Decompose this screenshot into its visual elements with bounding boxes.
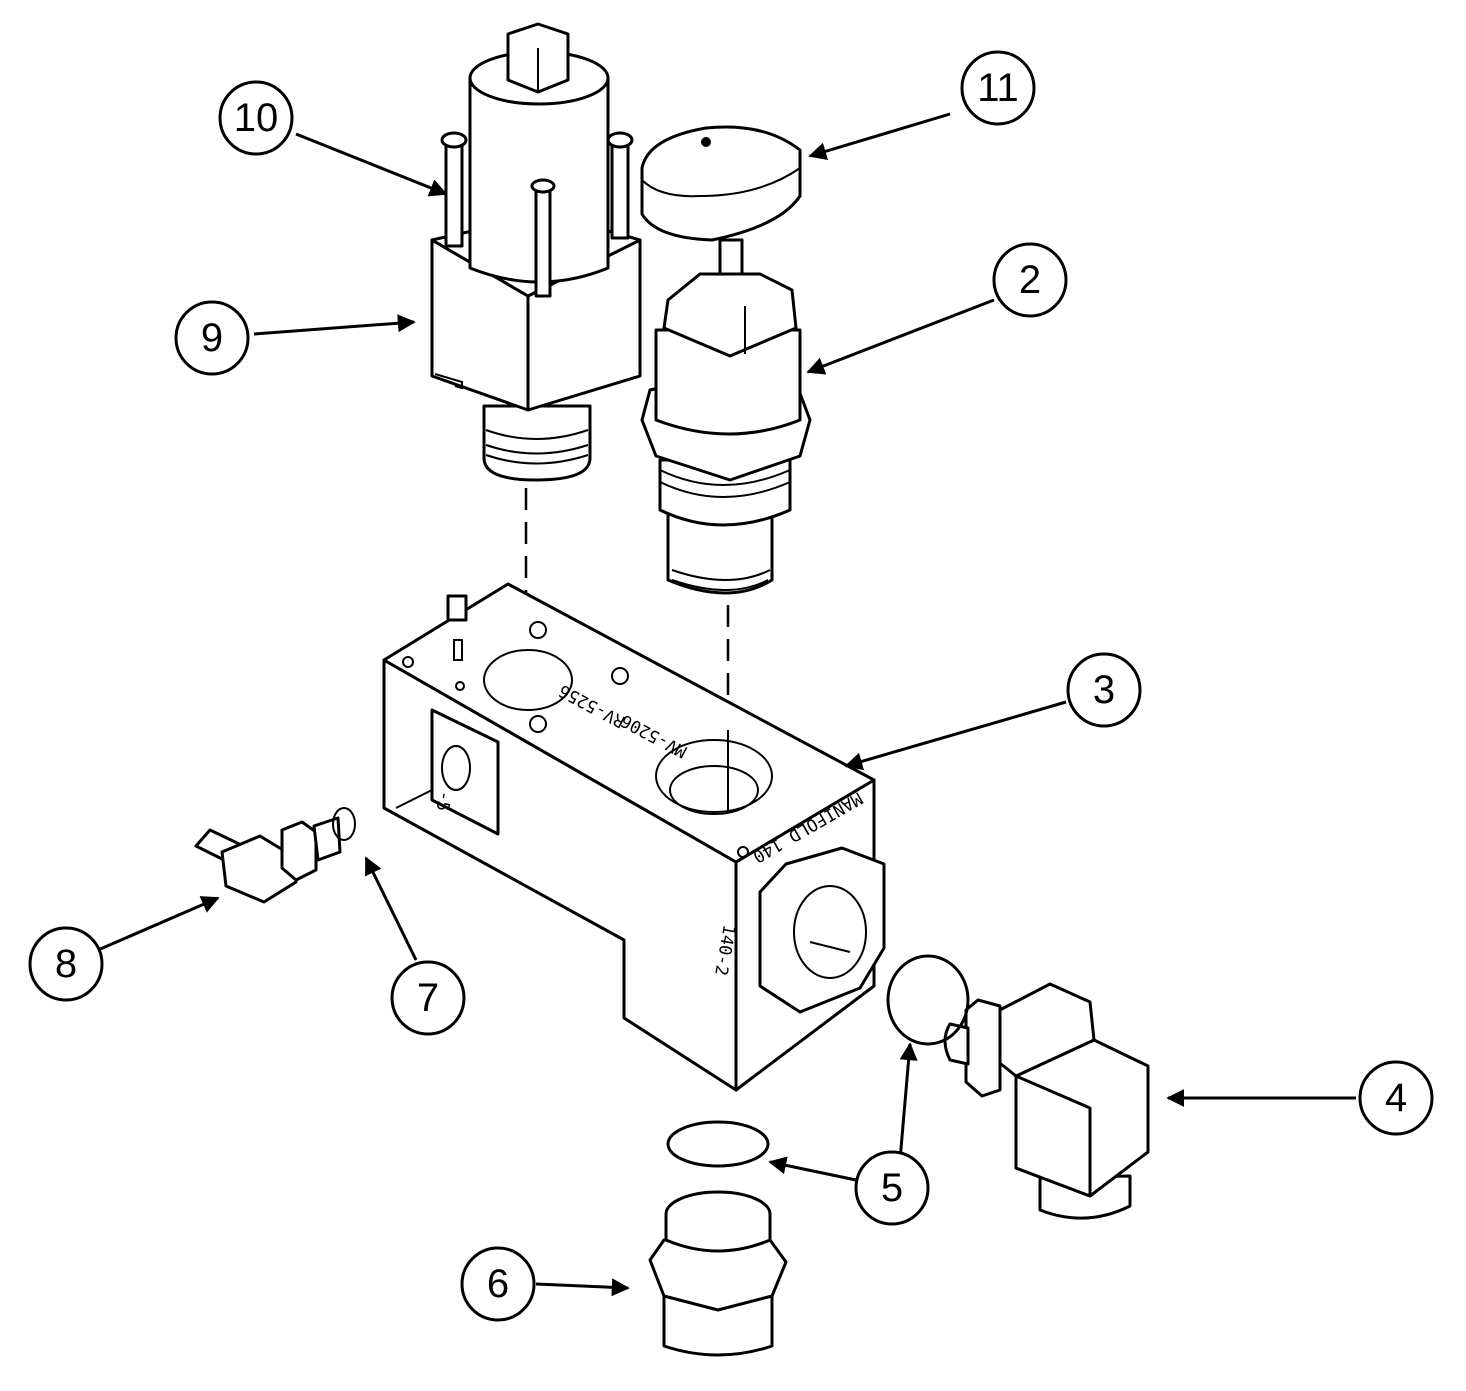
callout-label-10: 10 bbox=[234, 96, 279, 140]
leader-9 bbox=[253, 314, 416, 336]
callout-label-7: 7 bbox=[417, 976, 439, 1020]
small-fitting-part-8 bbox=[194, 816, 342, 904]
plug-part-6 bbox=[648, 1190, 788, 1357]
callout-label-6: 6 bbox=[487, 1262, 509, 1306]
callout-label-4: 4 bbox=[1385, 1076, 1407, 1120]
callout-label-3: 3 bbox=[1093, 668, 1115, 712]
engraving-small-mark: -5 bbox=[432, 789, 455, 813]
leader-2 bbox=[806, 298, 995, 375]
callout-label-8: 8 bbox=[55, 942, 77, 986]
callout-bubble-9: 9 bbox=[174, 300, 250, 376]
leader-10 bbox=[295, 132, 448, 197]
callout-bubble-6: 6 bbox=[460, 1246, 536, 1322]
oring-part-5b bbox=[666, 1120, 770, 1168]
cartridge-valve-part-2 bbox=[640, 272, 812, 595]
callout-bubble-11: 11 bbox=[960, 50, 1036, 126]
elbow-fitting-part-4 bbox=[943, 982, 1150, 1220]
leader-3 bbox=[844, 700, 1067, 771]
leader-8 bbox=[97, 896, 220, 952]
oring-part-5a bbox=[886, 954, 970, 1046]
callout-bubble-7: 7 bbox=[390, 960, 466, 1036]
callout-label-11: 11 bbox=[977, 66, 1019, 110]
callout-bubble-4: 4 bbox=[1358, 1060, 1434, 1136]
callout-label-2: 2 bbox=[1019, 258, 1041, 302]
manifold-block-part-3 bbox=[382, 582, 886, 1092]
small-oring-part-7 bbox=[332, 807, 356, 841]
callout-bubble-10: 10 bbox=[218, 80, 294, 156]
callout-bubble-2: 2 bbox=[992, 242, 1068, 318]
callout-label-9: 9 bbox=[201, 316, 223, 360]
solenoid-coil-part-10 bbox=[440, 22, 634, 298]
callout-bubble-8: 8 bbox=[28, 926, 104, 1002]
callout-bubble-5: 5 bbox=[854, 1150, 930, 1226]
leader-6 bbox=[535, 1278, 630, 1297]
leader-5b bbox=[768, 1156, 857, 1182]
callout-bubble-3: 3 bbox=[1066, 652, 1142, 728]
leader-11 bbox=[808, 112, 951, 160]
leader-7 bbox=[364, 856, 418, 961]
leader-arrows bbox=[97, 112, 1356, 1297]
callout-label-5: 5 bbox=[881, 1166, 903, 1210]
leader-5a bbox=[898, 1042, 918, 1161]
